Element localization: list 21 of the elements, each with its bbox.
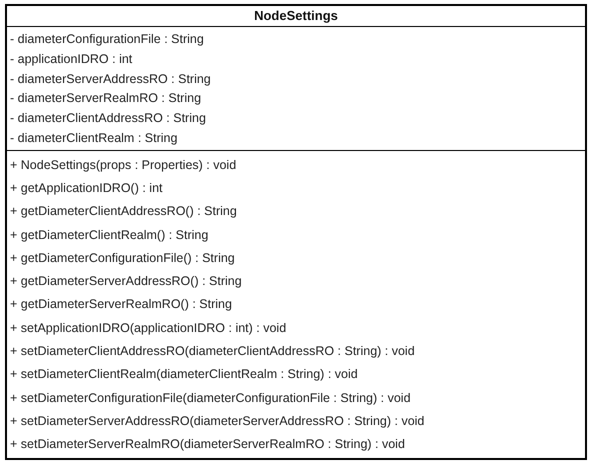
class-box [5,4,587,460]
member-text: - diameterClientRealm : String [10,130,178,146]
class-name: NodeSettings [7,6,585,27]
member-text: + getApplicationIDRO() : int [10,180,164,196]
member-text: - diameterServerRealmRO : String [10,90,202,106]
member-text: + getDiameterServerRealmRO() : String [10,296,233,312]
member-text: - diameterConfigurationFile : String [10,30,205,47]
member-text: - applicationIDRO : int [10,50,134,67]
member-text: + setDiameterServerRealmRO(diameterServerRealmRO : String) : void [10,436,406,452]
member-text: + setDiameterConfigurationFile(diameterConfigurationFile : String) : void [10,390,412,406]
member-text: + setDiameterClientRealm(diameterClientRealm : String) : void [10,366,359,382]
member-text: + setDiameterServerAddressRO(diameterServerAddressRO : String) : void [10,412,426,429]
member-text: + setDiameterClientAddressRO(diameterClientAddressRO : String) : void [10,343,416,360]
member-text: + getDiameterClientAddressRO() : String [10,203,238,220]
member-text: - diameterClientAddressRO : String [10,110,207,126]
member-text: + getDiameterConfigurationFile() : String [10,250,236,266]
member-text: + setApplicationIDRO(applicationIDRO : int) : void [10,320,288,336]
member-text: + NodeSettings(props : Properties) : void [10,156,238,173]
member-text: + getDiameterClientRealm() : String [10,226,210,243]
member-text: + getDiameterServerAddressRO() : String [10,273,243,290]
member-text: - diameterServerAddressRO : String [10,70,212,87]
